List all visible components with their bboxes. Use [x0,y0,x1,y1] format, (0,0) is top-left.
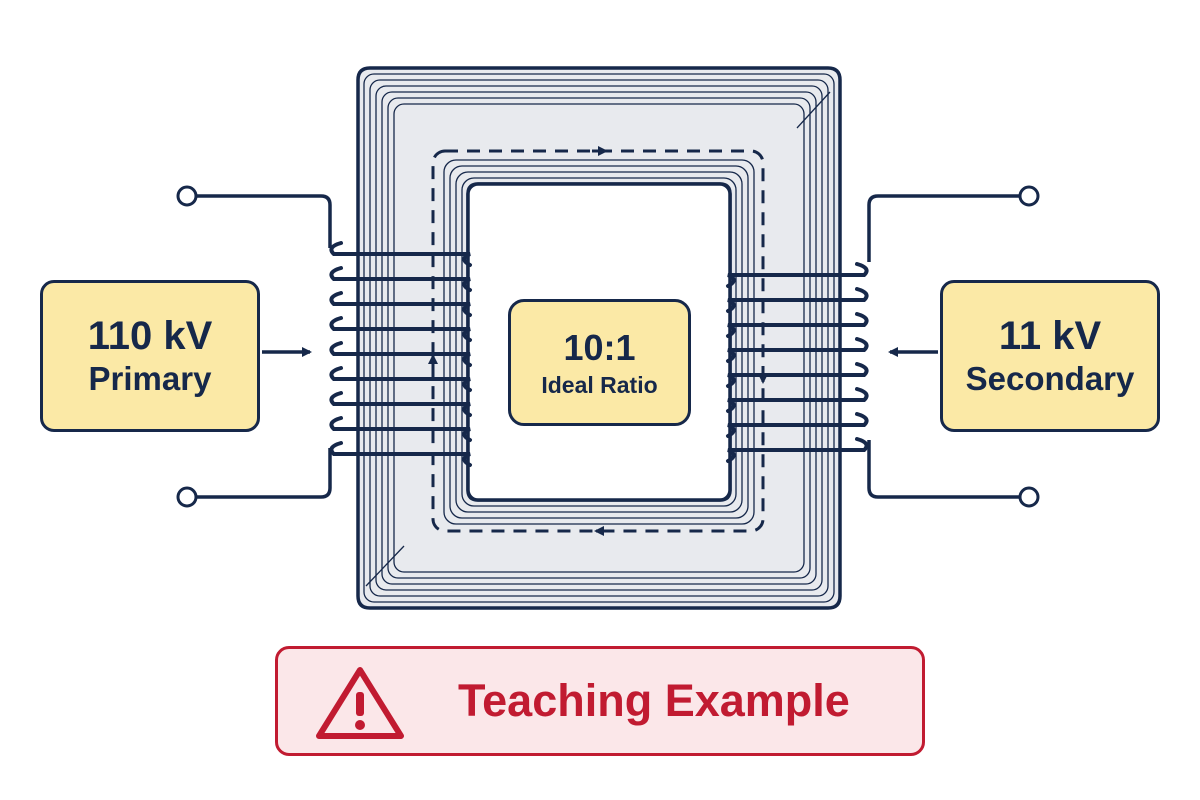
coil-turn [329,266,472,292]
coil-turn [329,291,472,317]
coil-turn [726,337,869,363]
warning-triangle-icon [316,667,404,739]
coil-turn [726,412,869,438]
secondary-title: Secondary [965,360,1135,397]
ratio-title: Ideal Ratio [541,371,658,398]
secondary-lead-top [867,194,1020,262]
lamination-line [449,165,749,519]
turns-ratio-label: 10:1 Ideal Ratio [508,299,691,426]
lamination-line [461,177,737,507]
coil-turn [726,312,869,338]
secondary-voltage-label: 11 kV Secondary [940,280,1160,432]
lamination-line [387,97,811,579]
primary-lead-top [196,194,332,248]
lamination-line [393,103,805,573]
coil-turn [726,287,869,313]
coil-turn [726,262,869,288]
lamination-line [381,91,817,585]
primary-lead-bottom [196,448,332,499]
lamination-line [443,159,755,525]
coil-turn [726,387,869,413]
primary-voltage: 110 kV [87,314,213,358]
lamination-line [369,79,829,597]
coil-turn [329,366,472,392]
teaching-example-banner: Teaching Example [275,646,925,756]
secondary-winding [726,185,1040,508]
secondary-voltage: 11 kV [998,314,1102,358]
primary-terminal-top [176,185,198,207]
secondary-terminal-top [1018,185,1040,207]
primary-title: Primary [88,360,212,397]
core-laminations [363,73,835,603]
lamination-line [455,171,743,513]
ratio-value: 10:1 [563,326,636,368]
secondary-lead-bottom [867,440,1020,499]
banner-text: Teaching Example [458,675,850,726]
coil-turn [726,362,869,388]
primary-voltage-label: 110 kV Primary [40,280,260,432]
primary-winding [176,185,472,508]
coil-turn [329,416,472,442]
coil-turn [329,316,472,342]
primary-terminal-bottom [176,486,198,508]
coil-turn [329,341,472,367]
secondary-terminal-bottom [1018,486,1040,508]
coil-turn [329,241,472,267]
coil-turn [726,437,869,463]
coil-turn [329,441,472,467]
lamination-line [375,85,823,591]
coil-turn [329,391,472,417]
lamination-line [363,73,835,603]
